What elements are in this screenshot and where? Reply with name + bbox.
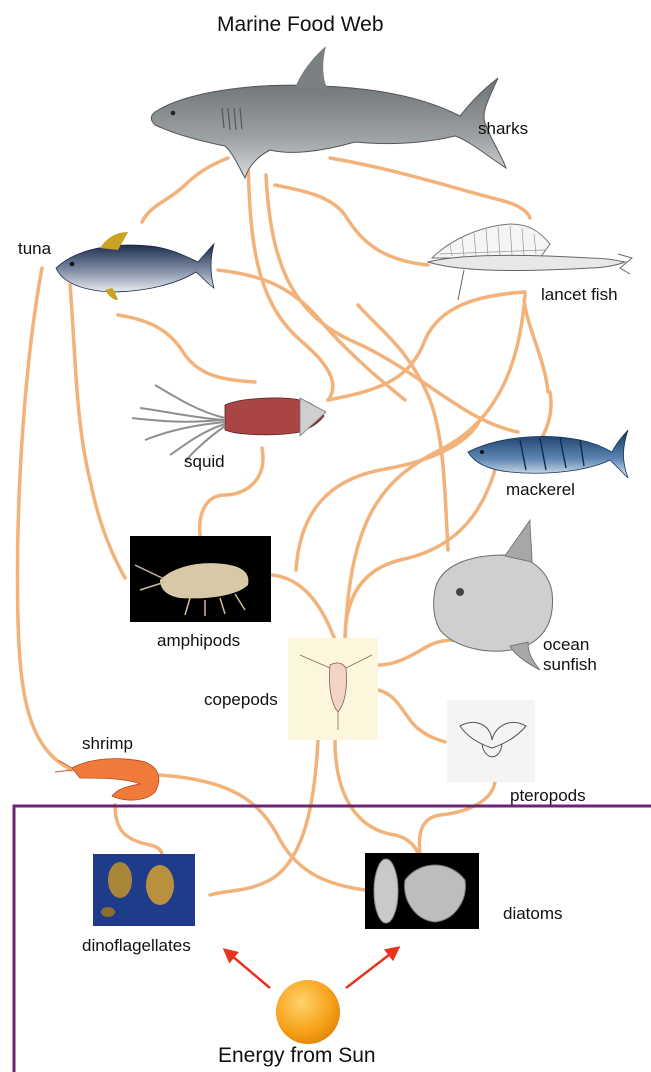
- sun-icon: [276, 980, 340, 1044]
- tuna-illustration: [56, 232, 214, 300]
- label-shrimp: shrimp: [82, 734, 133, 754]
- copepods-illustration: [288, 638, 378, 740]
- link-shark-tuna: [142, 158, 228, 222]
- label-mackerel: mackerel: [506, 480, 575, 500]
- ocean-sunfish-illustration: [434, 520, 553, 670]
- link-tuna-shrimp: [17, 268, 72, 770]
- amphipods-photo: [130, 536, 271, 622]
- link-shrimp-dinoflagellates: [115, 805, 162, 855]
- link-tuna-amphipods: [70, 285, 125, 578]
- label-diatoms: diatoms: [503, 904, 563, 924]
- label-amphipods: amphipods: [157, 631, 240, 651]
- diagram-title: Marine Food Web: [217, 12, 384, 38]
- link-shark-sunfish: [330, 158, 530, 218]
- label-sharks: sharks: [478, 119, 528, 139]
- pteropods-illustration: [447, 700, 535, 782]
- label-dinoflagellates: dinoflagellates: [82, 936, 191, 956]
- link-pteropods-diatoms: [419, 782, 495, 855]
- link-lancet-mackerel: [524, 300, 548, 392]
- energy-source-label: Energy from Sun: [218, 1043, 376, 1069]
- label-ocean-sunfish: ocean sunfish: [543, 635, 597, 675]
- link-copepods-pteropods: [378, 690, 445, 742]
- link-shark-lancet: [275, 185, 428, 265]
- dinoflagellates-photo: [93, 854, 195, 926]
- energy-arrow-left: [225, 950, 270, 988]
- diatoms-photo: [365, 853, 479, 929]
- link-copepods-diatoms: [335, 740, 418, 855]
- label-pteropods: pteropods: [510, 786, 586, 806]
- squid-illustration: [132, 385, 326, 462]
- link-amphipods-copepods: [272, 575, 335, 640]
- label-squid: squid: [184, 452, 225, 472]
- label-tuna: tuna: [18, 239, 51, 259]
- link-tuna-squid: [118, 315, 255, 382]
- label-lancet-fish: lancet fish: [541, 285, 618, 305]
- label-copepods: copepods: [204, 690, 278, 710]
- shrimp-illustration: [55, 759, 159, 800]
- link-sunfish-copepods: [378, 640, 455, 665]
- mackerel-illustration: [468, 430, 628, 478]
- energy-arrow-right: [346, 948, 398, 988]
